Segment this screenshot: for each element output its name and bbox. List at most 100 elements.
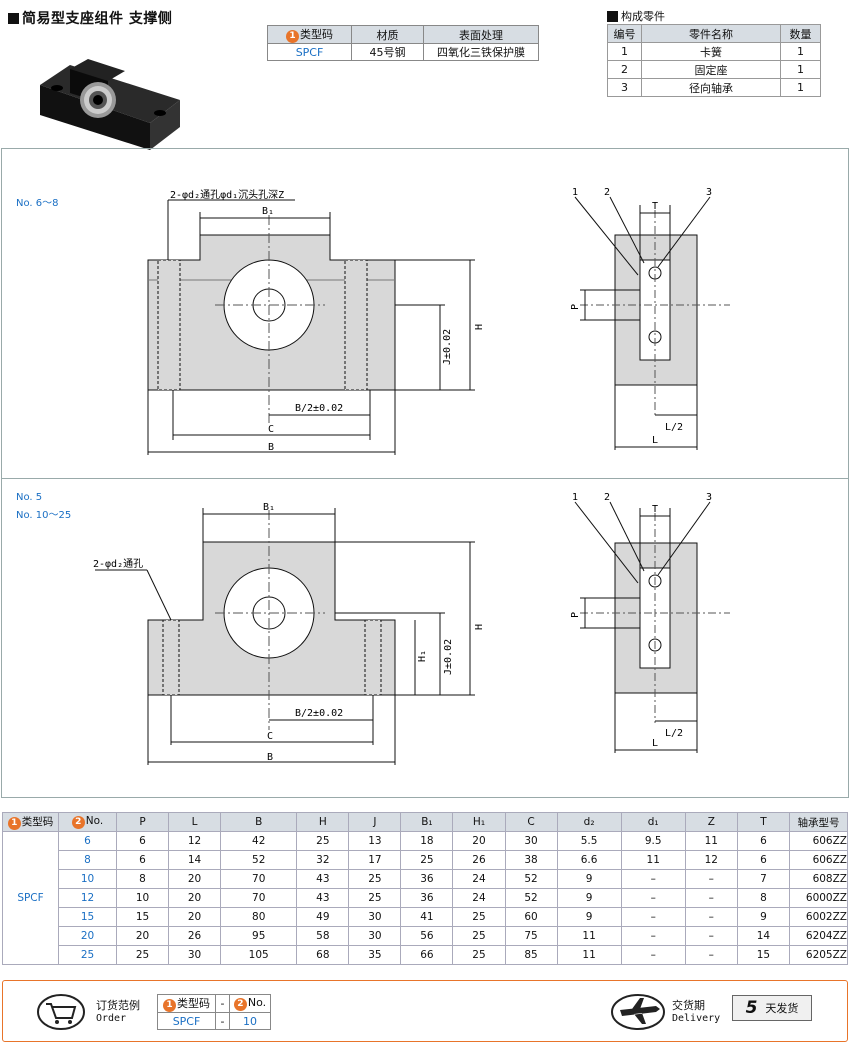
num-1-icon: 1 bbox=[286, 30, 299, 43]
table-cell: 6204ZZ bbox=[789, 926, 848, 946]
table-cell: 20 bbox=[452, 831, 506, 851]
callout-2: 2 bbox=[604, 187, 610, 198]
spec-header-surface: 表面处理 bbox=[423, 25, 539, 44]
table-cell: 85 bbox=[504, 945, 558, 965]
table-cell: – bbox=[684, 907, 738, 927]
dim-half-b-bottom: B/2±0.02 bbox=[295, 708, 343, 719]
cart-icon bbox=[37, 994, 85, 1030]
parts-header-qty: 数量 bbox=[780, 24, 821, 43]
callout-1: 1 bbox=[572, 187, 578, 198]
table-cell: 9 bbox=[736, 907, 791, 927]
dim-half-l: L/2 bbox=[665, 422, 683, 433]
row-no: 15 bbox=[58, 907, 117, 927]
table-cell: 15 bbox=[115, 907, 170, 927]
table-cell: 12 bbox=[684, 850, 738, 870]
title-text: 简易型支座组件 支撑侧 bbox=[22, 11, 173, 27]
table-cell: 49 bbox=[296, 907, 350, 927]
table-cell: 11 bbox=[620, 850, 686, 870]
num-2-icon: 2 bbox=[71, 816, 85, 829]
row-no: 8 bbox=[58, 850, 117, 870]
table-cell: 25 bbox=[452, 926, 506, 946]
top-drawing-label: No. 6～8 bbox=[16, 198, 59, 209]
table-cell: 68 bbox=[296, 945, 350, 965]
table-cell: 6 bbox=[736, 831, 791, 851]
table-cell: 14 bbox=[168, 850, 222, 870]
parts-title: 构成零件 bbox=[607, 8, 665, 24]
table-cell: 6.6 bbox=[556, 850, 622, 870]
dim-c-bottom: C bbox=[267, 731, 273, 742]
table-cell: – bbox=[684, 926, 738, 946]
row-no: 25 bbox=[58, 945, 117, 965]
table-cell: 25 bbox=[348, 888, 402, 908]
delivery-label-cn: 交货期 bbox=[672, 999, 705, 1012]
dim-l: L bbox=[652, 435, 658, 446]
table-cell: 80 bbox=[220, 907, 298, 927]
title-square-icon bbox=[8, 12, 19, 24]
table-cell: 26 bbox=[452, 850, 506, 870]
table-cell: 606ZZ bbox=[789, 831, 848, 851]
table-cell: 95 bbox=[220, 926, 298, 946]
table-cell: 6000ZZ bbox=[789, 888, 848, 908]
table-cell: 608ZZ bbox=[789, 869, 848, 889]
dim-j: J±0.02 bbox=[442, 329, 453, 365]
order-label-cn: 订货范例 bbox=[96, 999, 140, 1012]
drawing-divider bbox=[1, 478, 849, 479]
top-hole-note: 2-φd₂通孔φd₁沉头孔深Z bbox=[170, 188, 284, 201]
dim-b1: B₁ bbox=[262, 206, 274, 217]
table-cell: 66 bbox=[400, 945, 454, 965]
dim-t: T bbox=[652, 201, 658, 212]
table-cell: 12 bbox=[168, 831, 222, 851]
spec-header-material: 材质 bbox=[351, 25, 424, 44]
table-cell: 43 bbox=[296, 869, 350, 889]
table-cell: 25 bbox=[115, 945, 170, 965]
parts-header-no: 编号 bbox=[607, 24, 642, 43]
table-cell: 5.5 bbox=[556, 831, 622, 851]
table-cell: 20 bbox=[168, 907, 222, 927]
num-1-icon: 1 bbox=[163, 999, 176, 1012]
row-no: 6 bbox=[58, 831, 117, 851]
table-cell: 11 bbox=[684, 831, 738, 851]
dim-l-bottom: L bbox=[652, 738, 658, 749]
table-cell: 6002ZZ bbox=[789, 907, 848, 927]
bottom-drawing-label-1: No. 5 bbox=[16, 492, 43, 503]
product-photo bbox=[40, 59, 180, 150]
table-cell: 30 bbox=[168, 945, 222, 965]
callout-3-bottom: 3 bbox=[706, 492, 712, 503]
parts-square-icon bbox=[607, 10, 618, 22]
table-cell: 42 bbox=[220, 831, 298, 851]
table-cell: 25 bbox=[452, 945, 506, 965]
bottom-front-view: B₁ 2-φd₂通孔 H J±0.02 H₁ B/2±0.02 C B bbox=[93, 502, 485, 765]
table-cell: 8 bbox=[115, 869, 170, 889]
table-cell: 32 bbox=[296, 850, 350, 870]
bottom-drawing-label-2: No. 10～25 bbox=[16, 510, 72, 521]
table-cell: 10 bbox=[115, 888, 170, 908]
table-cell: 25 bbox=[400, 850, 454, 870]
top-front-view: B₁ 2-φd₂通孔φd₁沉头孔深Z H J±0.02 B/2±0.02 C B bbox=[147, 188, 485, 455]
table-cell: – bbox=[620, 926, 686, 946]
num-1-icon: 1 bbox=[7, 817, 21, 830]
num-2-icon: 2 bbox=[233, 998, 247, 1011]
table-cell: – bbox=[684, 888, 738, 908]
dim-p-bottom: P bbox=[570, 612, 581, 618]
dim-p: P bbox=[570, 304, 581, 310]
table-cell: 8 bbox=[736, 888, 791, 908]
table-cell: 6205ZZ bbox=[789, 945, 848, 965]
table-cell: 41 bbox=[400, 907, 454, 927]
table-cell: 11 bbox=[556, 945, 622, 965]
drawing-frame bbox=[1, 148, 849, 798]
table-cell: 20 bbox=[168, 888, 222, 908]
row-type-code: SPCF bbox=[2, 831, 59, 965]
table-cell: 26 bbox=[168, 926, 222, 946]
delivery-days: 5 bbox=[745, 998, 758, 1018]
callout-3: 3 bbox=[706, 187, 712, 198]
table-cell: 30 bbox=[348, 907, 402, 927]
table-cell: 43 bbox=[296, 888, 350, 908]
